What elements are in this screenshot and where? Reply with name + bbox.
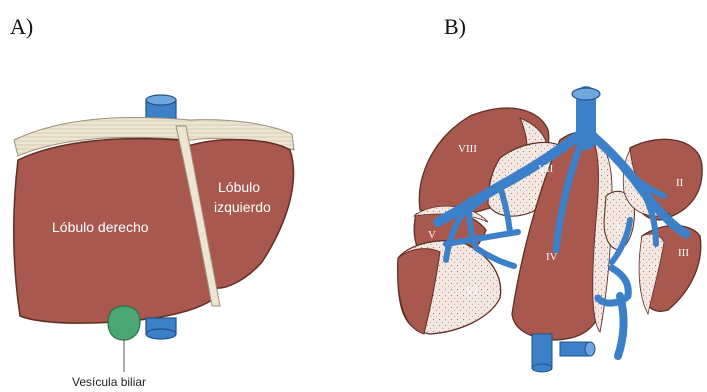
diagram-a: Lóbulo derecho Lóbulo izquierdo Vesícula… bbox=[14, 95, 294, 389]
gallbladder bbox=[108, 306, 140, 340]
segment-iii-label: III bbox=[678, 247, 689, 259]
segment-ii-label: II bbox=[676, 177, 684, 189]
segment-viii-label: VIII bbox=[458, 143, 477, 155]
segment-iv-label: IV bbox=[546, 251, 558, 263]
segment-vi-label: VI bbox=[466, 285, 478, 297]
right-lobe-label: Lóbulo derecho bbox=[52, 219, 149, 235]
segment-vii-label: VII bbox=[538, 163, 554, 175]
diagram-b: VIII VII V VI IV I II III bbox=[398, 88, 702, 372]
left-lobe-label-line1: Lóbulo bbox=[218, 179, 260, 195]
ivc-top-opening bbox=[572, 88, 600, 100]
segment-v-label: V bbox=[428, 229, 436, 241]
vena-cava-bottom bbox=[146, 318, 176, 339]
gallbladder-label: Vesícula biliar bbox=[72, 375, 146, 389]
left-lobe-label-line2: izquierdo bbox=[214, 199, 271, 215]
segment-i-label: I bbox=[616, 221, 620, 233]
